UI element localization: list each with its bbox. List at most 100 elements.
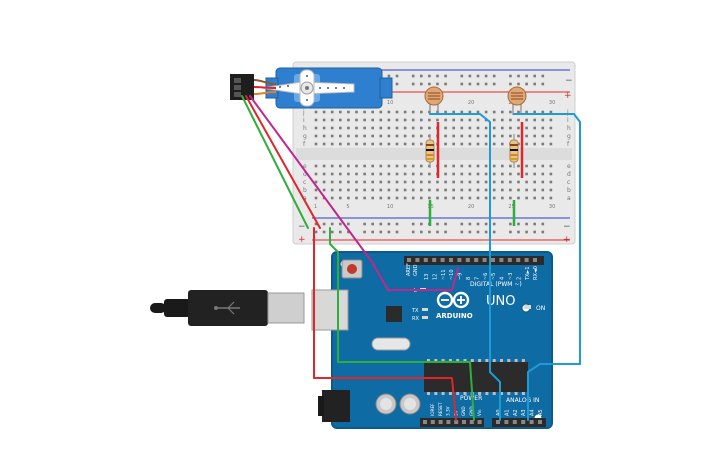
breadboard-hole[interactable]	[330, 118, 334, 122]
breadboard-hole[interactable]	[403, 172, 407, 176]
breadboard-hole[interactable]	[444, 172, 447, 176]
breadboard-hole[interactable]	[501, 196, 504, 200]
breadboard-hole[interactable]	[501, 188, 504, 192]
breadboard-hole[interactable]	[339, 134, 342, 138]
breadboard-hole[interactable]	[444, 188, 447, 192]
breadboard-hole[interactable]	[379, 118, 383, 122]
breadboard-hole[interactable]	[517, 180, 520, 184]
breadboard-hole[interactable]	[420, 188, 423, 192]
rail-hole[interactable]	[428, 74, 431, 78]
breadboard-hole[interactable]	[314, 110, 318, 114]
breadboard-hole[interactable]	[549, 126, 553, 130]
rail-hole[interactable]	[509, 222, 512, 226]
breadboard-hole[interactable]	[501, 142, 504, 146]
breadboard-hole[interactable]	[484, 164, 488, 168]
breadboard-hole[interactable]	[403, 180, 407, 184]
breadboard-hole[interactable]	[347, 172, 350, 176]
rail-hole[interactable]	[484, 74, 488, 78]
header-pin[interactable]	[504, 420, 509, 424]
rail-hole[interactable]	[411, 74, 415, 78]
breadboard-hole[interactable]	[468, 126, 472, 130]
header-pin[interactable]	[533, 258, 537, 262]
header-pin[interactable]	[440, 258, 445, 262]
rail-hole[interactable]	[347, 222, 350, 226]
breadboard-hole[interactable]	[484, 172, 488, 176]
header-pin[interactable]	[499, 258, 504, 262]
rail-hole[interactable]	[476, 74, 480, 78]
breadboard-hole[interactable]	[339, 172, 342, 176]
breadboard-hole[interactable]	[501, 180, 504, 184]
rail-hole[interactable]	[533, 74, 536, 78]
rail-hole[interactable]	[533, 82, 536, 86]
rail-hole[interactable]	[460, 74, 464, 78]
breadboard-hole[interactable]	[468, 110, 472, 114]
rail-hole[interactable]	[492, 82, 496, 86]
breadboard-hole[interactable]	[411, 118, 415, 122]
breadboard-hole[interactable]	[395, 196, 399, 200]
rail-hole[interactable]	[517, 74, 520, 78]
breadboard-hole[interactable]	[541, 172, 545, 176]
breadboard-hole[interactable]	[387, 142, 391, 146]
breadboard-hole[interactable]	[549, 142, 553, 146]
breadboard-hole[interactable]	[509, 196, 512, 200]
breadboard-hole[interactable]	[541, 180, 545, 184]
breadboard-hole[interactable]	[468, 196, 472, 200]
breadboard-hole[interactable]	[322, 180, 326, 184]
header-pin[interactable]	[474, 258, 479, 262]
breadboard-hole[interactable]	[460, 196, 464, 200]
breadboard-hole[interactable]	[436, 118, 439, 122]
breadboard-hole[interactable]	[420, 110, 423, 114]
rail-hole[interactable]	[541, 82, 545, 86]
breadboard-hole[interactable]	[363, 164, 366, 168]
rail-hole[interactable]	[395, 74, 399, 78]
breadboard-hole[interactable]	[330, 126, 334, 130]
breadboard-hole[interactable]	[444, 118, 447, 122]
breadboard-hole[interactable]	[339, 110, 342, 114]
breadboard-hole[interactable]	[314, 142, 318, 146]
breadboard-hole[interactable]	[468, 188, 472, 192]
rail-hole[interactable]	[484, 82, 488, 86]
breadboard-hole[interactable]	[541, 118, 545, 122]
rail-hole[interactable]	[541, 230, 545, 234]
breadboard-hole[interactable]	[484, 196, 488, 200]
breadboard-hole[interactable]	[428, 188, 431, 192]
breadboard-hole[interactable]	[525, 142, 528, 146]
header-pin[interactable]	[449, 258, 453, 262]
breadboard-hole[interactable]	[330, 180, 334, 184]
rail-hole[interactable]	[517, 222, 520, 226]
breadboard-hole[interactable]	[387, 172, 391, 176]
header-pin[interactable]	[407, 258, 411, 262]
breadboard-hole[interactable]	[420, 196, 423, 200]
breadboard-hole[interactable]	[501, 164, 504, 168]
breadboard-hole[interactable]	[371, 134, 374, 138]
header-pin[interactable]	[516, 258, 521, 262]
breadboard-hole[interactable]	[460, 134, 464, 138]
rail-hole[interactable]	[492, 230, 496, 234]
rail-hole[interactable]	[484, 222, 488, 226]
breadboard-hole[interactable]	[541, 188, 545, 192]
breadboard-hole[interactable]	[387, 126, 391, 130]
breadboard-hole[interactable]	[428, 180, 431, 184]
breadboard-hole[interactable]	[420, 142, 423, 146]
breadboard-hole[interactable]	[355, 180, 358, 184]
breadboard-hole[interactable]	[411, 188, 415, 192]
breadboard-hole[interactable]	[476, 188, 480, 192]
breadboard-hole[interactable]	[525, 172, 528, 176]
header-pin[interactable]	[496, 420, 500, 424]
breadboard-hole[interactable]	[468, 142, 472, 146]
breadboard-hole[interactable]	[363, 134, 366, 138]
breadboard-hole[interactable]	[395, 164, 399, 168]
breadboard-hole[interactable]	[444, 126, 447, 130]
header-pin[interactable]	[477, 420, 482, 424]
breadboard-hole[interactable]	[541, 134, 545, 138]
breadboard-hole[interactable]	[347, 196, 350, 200]
breadboard-hole[interactable]	[525, 196, 528, 200]
breadboard-hole[interactable]	[379, 126, 383, 130]
breadboard-hole[interactable]	[533, 126, 536, 130]
breadboard-hole[interactable]	[371, 196, 374, 200]
breadboard-hole[interactable]	[355, 196, 358, 200]
breadboard-hole[interactable]	[452, 134, 455, 138]
breadboard-hole[interactable]	[452, 180, 455, 184]
rail-hole[interactable]	[541, 222, 545, 226]
breadboard-hole[interactable]	[330, 142, 334, 146]
